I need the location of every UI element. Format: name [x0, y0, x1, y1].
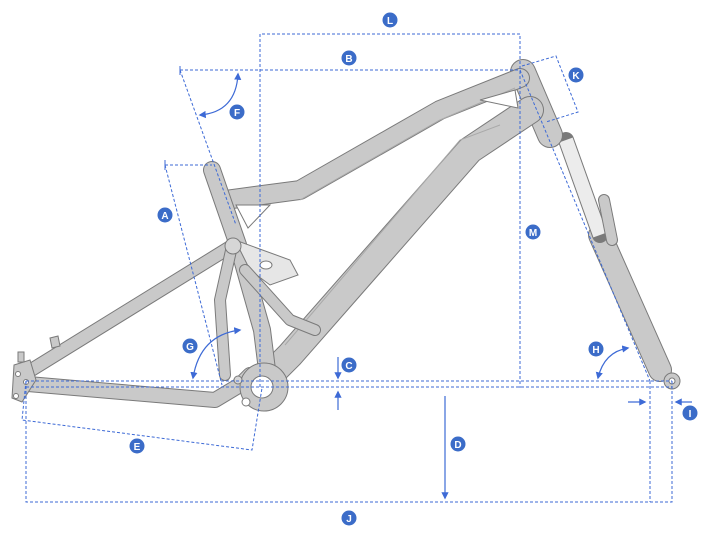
dimension-lines — [21, 33, 692, 503]
svg-text:C: C — [345, 361, 352, 372]
label-b: B — [341, 50, 357, 66]
label-k: K — [568, 67, 584, 83]
svg-text:D: D — [454, 440, 461, 451]
svg-text:M: M — [529, 228, 537, 239]
label-a: A — [157, 207, 173, 223]
label-c: C — [341, 357, 357, 373]
label-h: H — [588, 341, 604, 357]
svg-text:A: A — [161, 211, 168, 222]
label-m: M — [525, 224, 541, 240]
svg-text:H: H — [592, 345, 599, 356]
svg-text:K: K — [572, 71, 580, 82]
fork — [558, 132, 681, 390]
label-g: G — [182, 338, 198, 354]
label-i: I — [682, 405, 698, 421]
label-f: F — [229, 104, 245, 120]
svg-text:J: J — [346, 514, 352, 525]
label-e: E — [129, 438, 145, 454]
svg-text:L: L — [387, 16, 393, 27]
label-d: D — [450, 436, 466, 452]
bike-frame — [11, 59, 681, 412]
svg-text:G: G — [186, 342, 194, 353]
label-l: L — [382, 12, 398, 28]
svg-text:F: F — [234, 108, 240, 119]
svg-text:E: E — [134, 442, 141, 453]
svg-text:I: I — [689, 409, 692, 420]
svg-text:B: B — [345, 54, 352, 65]
label-j: J — [341, 510, 357, 526]
